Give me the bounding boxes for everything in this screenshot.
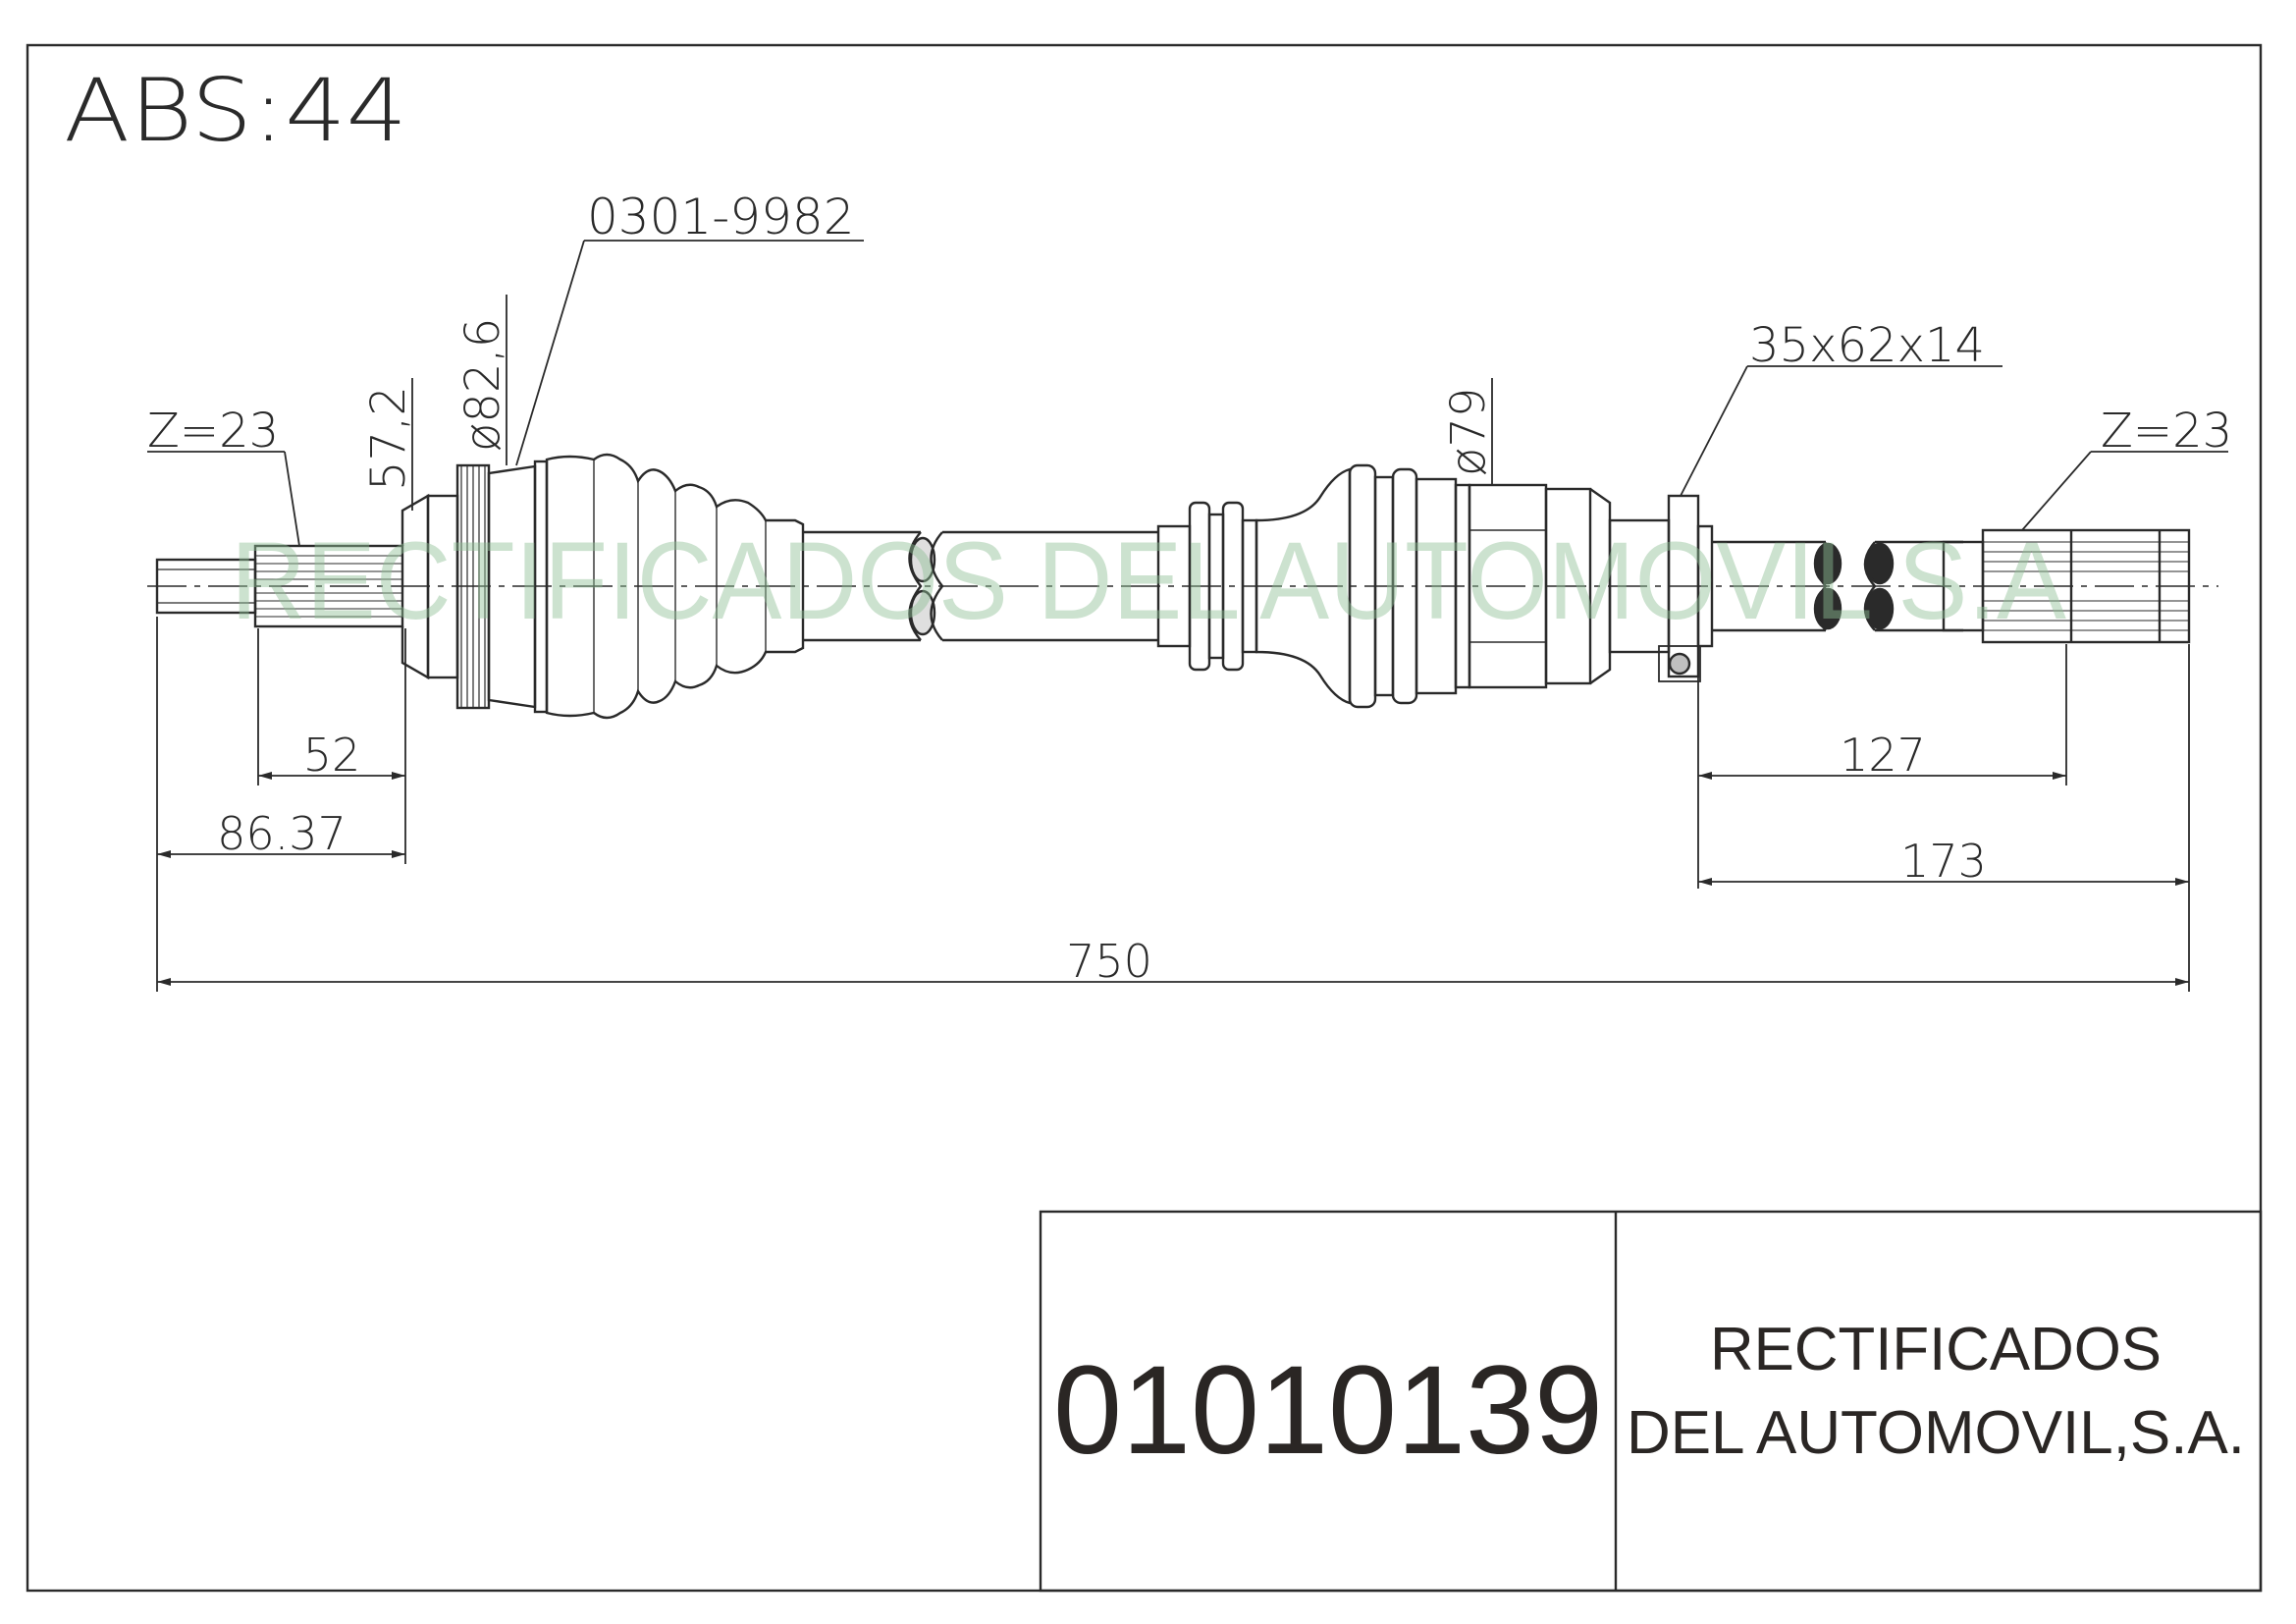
outer-joint-dia-label: ø82,6: [455, 318, 510, 452]
main-shaft: [803, 530, 1158, 642]
right-splined-end: [1981, 528, 2191, 644]
outer-cv-joint: [400, 460, 549, 714]
dim-86-37: 86.37: [217, 807, 347, 860]
abs-label: ABS:44: [64, 60, 407, 161]
damper-rings: [1156, 467, 1352, 705]
abs-ring-dia-label: 57,2: [361, 386, 416, 491]
dim-173: 173: [1900, 835, 1987, 888]
left-spline-label: Z=23: [147, 404, 279, 459]
outer-boot: [545, 453, 805, 720]
inner-joint-dia-label: ø79: [1441, 388, 1496, 476]
dim-750: 750: [1066, 935, 1152, 988]
title-block: [1039, 1210, 2263, 1593]
bearing-label: 35x62x14: [1749, 318, 1985, 373]
inner-joint-housing: [1468, 483, 1671, 689]
dimension-lines: [156, 617, 2190, 992]
right-spline-label: Z=23: [2101, 404, 2232, 459]
watermark: RECTIFICADOS DEL AUTOMOVIL S.A: [231, 519, 2066, 642]
boot-ref-label: 0301-9982: [587, 189, 855, 245]
company-line-2: DEL AUTOMOVIL,S.A.: [1627, 1399, 2245, 1467]
bearing-section: [1658, 494, 1985, 682]
part-number: 01010139: [1053, 1340, 1603, 1481]
company-line-1: RECTIFICADOS: [1710, 1316, 2162, 1383]
dim-52: 52: [303, 729, 361, 782]
dim-127: 127: [1840, 729, 1926, 782]
left-stub-shaft: [155, 544, 404, 628]
